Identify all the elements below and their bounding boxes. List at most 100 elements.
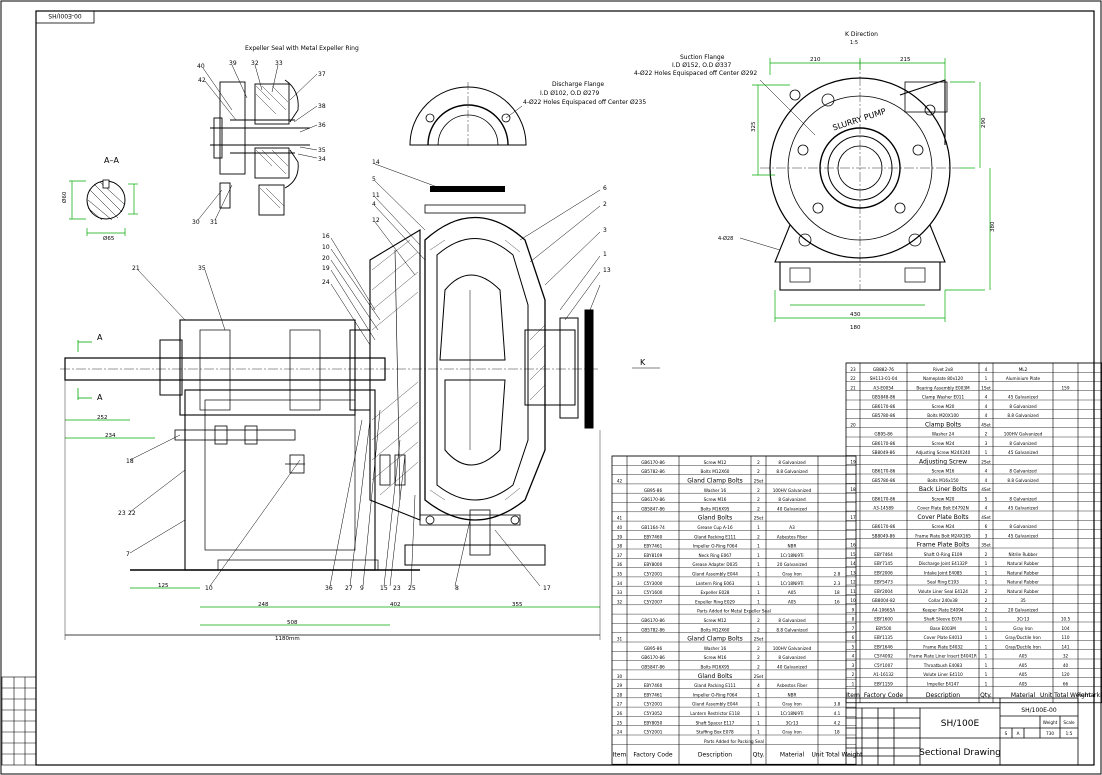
table-cell: NBR — [788, 692, 797, 697]
callout-main-17: 18 — [126, 458, 134, 465]
callout-main-20: 7 — [126, 551, 130, 558]
table-cell: 2Set — [981, 459, 991, 464]
title-scale-value: 1:5 — [1066, 731, 1073, 736]
callout-exp-2: 39 — [229, 60, 237, 67]
table-cell: Lantern Ring E063 — [696, 581, 735, 586]
table-header-cell: Item — [613, 751, 627, 758]
table-cell: 11 — [850, 589, 856, 594]
callout-main-15: 21 — [132, 265, 140, 272]
table-cell: Asbestos Fiber — [777, 683, 808, 688]
table-cell: Asbestos Fiber — [777, 534, 808, 539]
table-cell: Bolts M16X95 — [701, 506, 730, 511]
table-cell: 21 — [850, 385, 856, 390]
table-cell: A05 — [1019, 654, 1028, 659]
callout-main-12: 3 — [603, 227, 607, 234]
table-cell: Stuffing Box E078 — [696, 730, 734, 735]
table-cell: 9 — [852, 607, 855, 612]
table-cell: 1 — [757, 599, 760, 604]
table-cell: Lantern Restrictor E118 — [690, 711, 740, 716]
callout-main-13: 1 — [603, 251, 607, 258]
table-cell: 7 — [852, 626, 855, 631]
table-header-cell: Qty. — [753, 751, 765, 758]
table-cell: Rivet 2x8 — [933, 367, 953, 372]
table-cell: Grease Adapter D035 — [692, 562, 738, 567]
table-cell: 120 — [1062, 672, 1070, 677]
table-cell: 3Cr13 — [1017, 617, 1030, 622]
table-cell: C5Y2001 — [644, 572, 663, 577]
table-cell: 1 — [757, 730, 760, 735]
table-cell: Screw M12 — [704, 618, 727, 623]
table-cell: Natural Rubber — [1007, 561, 1039, 566]
table-cell: GB6170-86 — [872, 524, 896, 529]
table-cell: 3Cr13 — [786, 720, 799, 725]
table-cell: Parts Added for Packing Seal — [704, 739, 764, 744]
table-cell: Bearing Assembly E003M — [916, 385, 970, 390]
table-cell: 18 — [834, 590, 840, 595]
table-cell: Grease Cup A-16 — [697, 525, 733, 530]
table-header-cell: Item — [846, 692, 860, 699]
table-cell: 8 Galvanized — [1009, 524, 1037, 529]
callout-main-7: 20 — [322, 255, 330, 262]
table-cell: GB6170-86 — [641, 618, 665, 623]
table-header-cell: Description — [698, 751, 732, 758]
dim-main-2: 125 — [158, 583, 169, 589]
table-cell: Expeller Ring E029 — [695, 599, 735, 604]
table-header-cell: Material — [1011, 692, 1036, 699]
table-cell: 2.3 — [834, 581, 841, 586]
table-cell: 3 — [852, 663, 855, 668]
dim-k-1: 215 — [900, 57, 911, 63]
table-cell: 41 — [617, 516, 623, 521]
table-cell: 3 — [985, 441, 988, 446]
callout-main-9: 24 — [322, 279, 330, 286]
table-cell: 1 — [757, 702, 760, 707]
table-cell: EBY2006 — [874, 570, 893, 575]
table-cell: Gland Packing E111 — [694, 534, 736, 539]
table-cell: GB6170-86 — [872, 496, 896, 501]
table-cell: 4Set — [981, 515, 991, 520]
table-cell: 8 Galvanized — [1009, 441, 1037, 446]
table-cell: SB8049-86 — [872, 533, 895, 538]
table-cell: EBY500 — [876, 626, 892, 631]
table-cell: Aluminium Plate — [1006, 376, 1041, 381]
table-cell: A4-10665A — [872, 607, 895, 612]
table-cell: 4 — [985, 367, 988, 372]
table-cell: 40 Galvanized — [777, 506, 807, 511]
table-cell: EBY1600 — [874, 617, 893, 622]
table-cell: Frame Plate Bolt M24X165 — [915, 533, 971, 538]
table-cell: A05 — [1019, 681, 1028, 686]
table-cell: 1 — [757, 553, 760, 558]
table-cell: Volute Liner Seal E4124 — [918, 589, 968, 594]
callout-main-19: 22 — [128, 510, 136, 517]
table-cell: C5Y3000 — [644, 581, 663, 586]
callout-main-14: 13 — [603, 267, 611, 274]
table-cell: Screw M24 — [932, 441, 955, 446]
discharge-title: Discharge Flange — [552, 81, 604, 88]
table-cell: 35 — [1020, 598, 1026, 603]
table-cell: Gland Bolts — [698, 673, 732, 680]
dim-main-1: 234 — [105, 433, 116, 439]
table-cell: Impeller O-Ring F064 — [693, 692, 738, 697]
table-cell: Volute Liner E4110 — [923, 672, 963, 677]
table-cell: GB95-86 — [644, 488, 663, 493]
callout-exp-10: 30 — [192, 219, 200, 226]
callout-main-1: 5 — [372, 176, 376, 183]
callout-main-11: 2 — [603, 201, 607, 208]
table-cell: ML2 — [1019, 367, 1028, 372]
section-aa-label: A–A — [104, 156, 119, 165]
table-cell: 1 — [757, 572, 760, 577]
table-cell: 6 — [852, 635, 855, 640]
table-cell: GB5780-86 — [872, 413, 896, 418]
table-cell: 28 — [617, 692, 623, 697]
table-cell: Screw M24 — [932, 524, 955, 529]
table-cell: Cover Plate E4013 — [924, 635, 963, 640]
table-cell: Seal Ring E193 — [927, 580, 959, 585]
table-cell: 4 — [985, 469, 988, 474]
table-cell: 2 — [757, 534, 760, 539]
table-cell: C5Y4092 — [874, 654, 893, 659]
table-cell: GB1164-74 — [641, 525, 665, 530]
table-header-cell: Material — [780, 751, 805, 758]
code-stamp: 00-E00I/HS — [48, 12, 82, 19]
table-cell: Washer 16 — [704, 646, 727, 651]
